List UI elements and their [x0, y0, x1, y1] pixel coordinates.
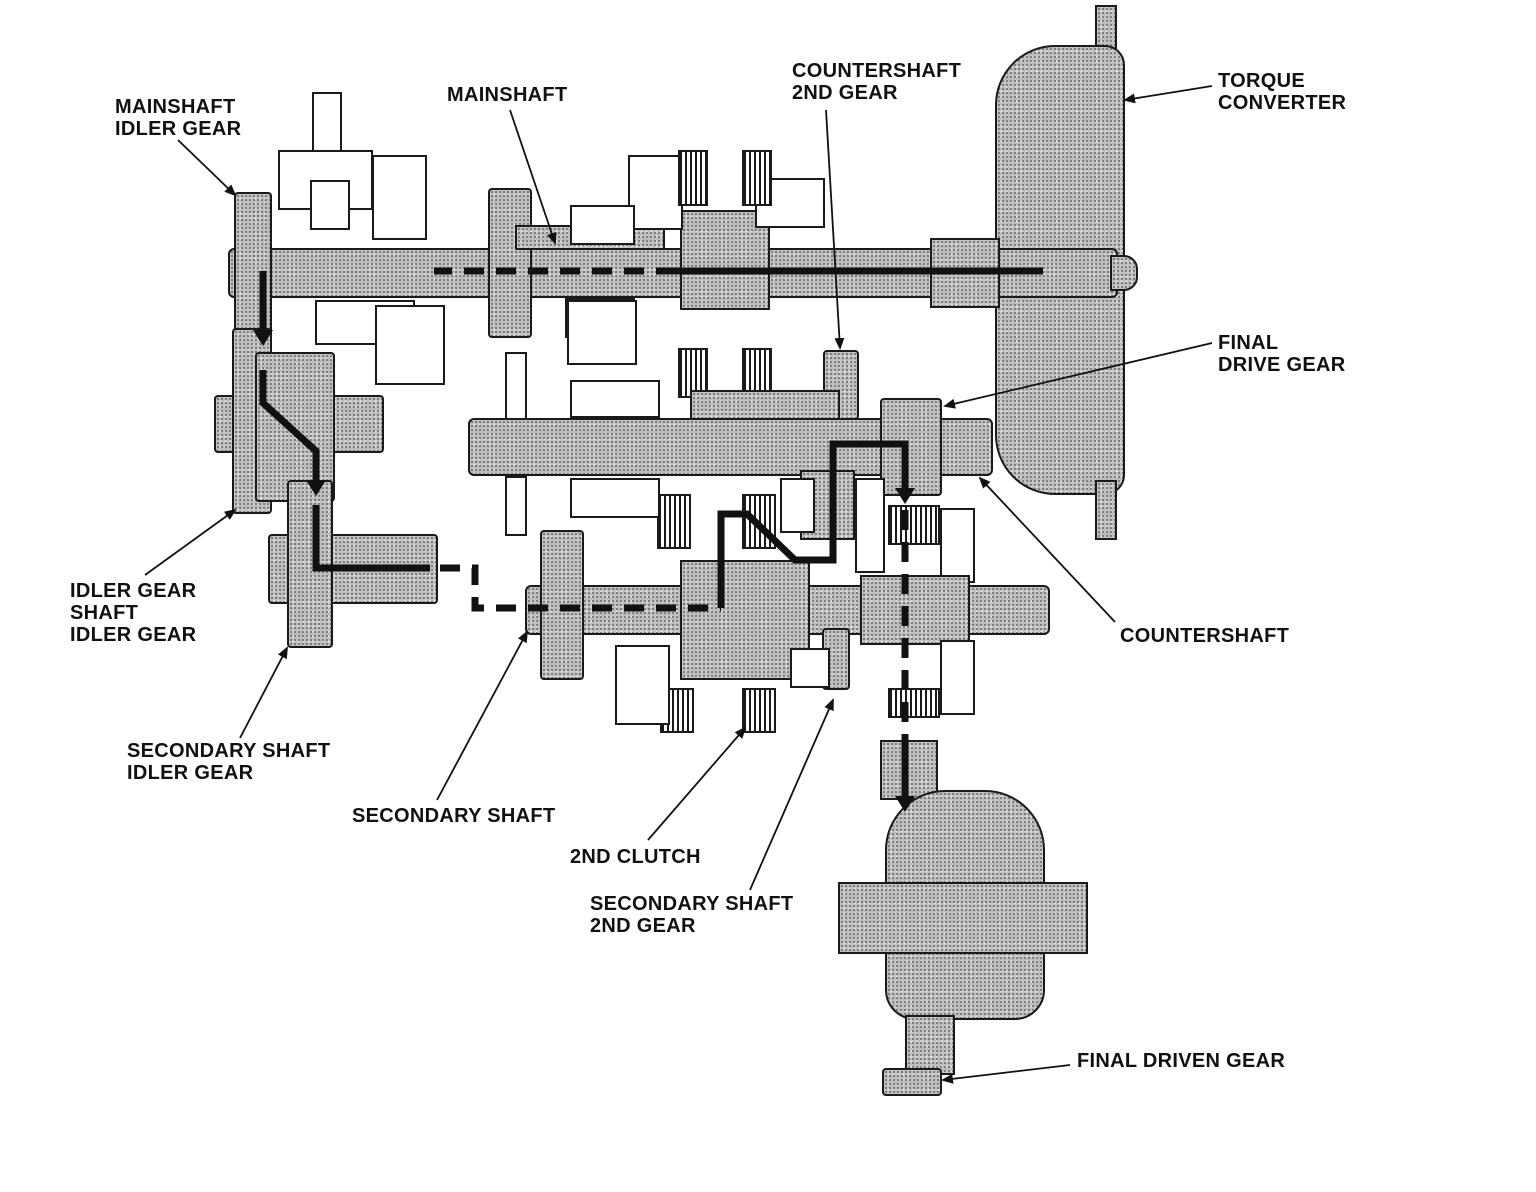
power-flow-idler-shaft: [259, 370, 320, 488]
countershaft-lower-ring-outline: [780, 478, 815, 533]
mainshaft-lower-piston-outline: [375, 305, 445, 385]
secondary-shaft-hub: [680, 560, 810, 680]
countershaft-clutch-pack-upper-b: [742, 348, 772, 398]
mainshaft-hub-a: [680, 210, 770, 310]
countershaft-lower-drum-outline: [570, 478, 660, 518]
countershaft-clutch-pack-lower-a: [657, 494, 691, 549]
torque-converter-hub: [1095, 480, 1117, 540]
mainshaft-end-cap: [1110, 255, 1138, 291]
leader-final-drive-gear: [943, 342, 1213, 409]
countershaft-hub: [690, 390, 840, 420]
leader-mainshaft-idler-gear: [177, 139, 237, 197]
differential-axle-flange: [838, 882, 1088, 954]
countershaft-upper-drum-outline: [567, 300, 637, 365]
differential-neck: [880, 740, 938, 800]
countershaft-final-housing-outline: [940, 508, 975, 583]
idler-gear-shaft-hub: [255, 352, 335, 502]
label-secondary-shaft-idler-gear: SECONDARY SHAFT IDLER GEAR: [127, 740, 331, 784]
label-secondary-shaft: SECONDARY SHAFT: [352, 805, 556, 827]
label-secondary-shaft-2nd-gear: SECONDARY SHAFT 2ND GEAR: [590, 893, 794, 937]
final-drive-clutch-pack-lower: [888, 688, 940, 718]
label-torque-converter: TORQUE CONVERTER: [1218, 70, 1347, 114]
secondary-shaft-lower-ring-outline: [790, 648, 830, 688]
label-countershaft: COUNTERSHAFT: [1120, 625, 1290, 647]
power-flow-arrow-4: [895, 796, 915, 812]
power-flow-secondary-dashed: [440, 564, 721, 612]
mainshaft-left-gear: [488, 188, 532, 338]
leader-torque-converter: [1123, 85, 1213, 104]
power-flow-secondary-idler: [312, 505, 430, 572]
mainshaft-upper-bearing-outline: [312, 92, 342, 152]
countershaft-lower-lever-outline: [505, 476, 527, 536]
final-driven-gear: [882, 1068, 942, 1096]
mainshaft-upper-ring-outline: [310, 180, 350, 230]
final-drive-clutch-pack-upper: [888, 505, 940, 545]
mainshaft-clutch-pack-upper-b: [742, 150, 772, 206]
secondary-shaft-right-drum-outline: [940, 640, 975, 715]
leader-secondary-shaft-idler-gear: [239, 646, 288, 739]
leader-secondary-shaft: [436, 630, 528, 801]
label-mainshaft: MAINSHAFT: [447, 84, 568, 106]
label-final-driven-gear: FINAL DRIVEN GEAR: [1077, 1050, 1286, 1072]
secondary-shaft-right-hub: [860, 575, 970, 645]
power-flow-arrow-3: [895, 488, 915, 504]
mainshaft-upper-drum-b-outline: [628, 155, 683, 230]
leader-final-driven-gear: [941, 1064, 1071, 1084]
leader-countershaft: [978, 476, 1116, 623]
power-flow-arrow-2: [306, 480, 326, 496]
leader-second-clutch: [647, 726, 747, 841]
power-flow-arrow-1: [253, 330, 273, 346]
leader-mainshaft: [509, 109, 557, 245]
label-countershaft-2nd-gear: COUNTERSHAFT 2ND GEAR: [792, 60, 962, 104]
second-clutch-pack-lower: [742, 688, 776, 733]
label-second-clutch: 2ND CLUTCH: [570, 846, 701, 868]
label-idler-gear-shaft-idler-gear: IDLER GEAR SHAFT IDLER GEAR: [70, 580, 197, 646]
leader-countershaft-2nd-gear: [825, 109, 845, 350]
mainshaft-upper-piston-outline: [372, 155, 427, 240]
mainshaft-clutch-pack-upper-a: [678, 150, 708, 206]
countershaft-upper-sleeve-outline: [570, 380, 660, 418]
mainshaft-upper-drum-d-outline: [570, 205, 635, 245]
power-flow-second-clutch: [717, 440, 909, 608]
label-mainshaft-idler-gear: MAINSHAFT IDLER GEAR: [115, 96, 242, 140]
countershaft-2nd-gear: [823, 350, 859, 420]
label-final-drive-gear: FINAL DRIVE GEAR: [1218, 332, 1346, 376]
leader-secondary-shaft-2nd-gear: [749, 698, 834, 891]
countershaft-lower-ring-b-outline: [855, 478, 885, 573]
secondary-shaft-lower-drum-outline: [615, 645, 670, 725]
countershaft-upper-lever-outline: [505, 352, 527, 420]
leader-idler-gear-shaft-idler-gear: [144, 508, 237, 576]
